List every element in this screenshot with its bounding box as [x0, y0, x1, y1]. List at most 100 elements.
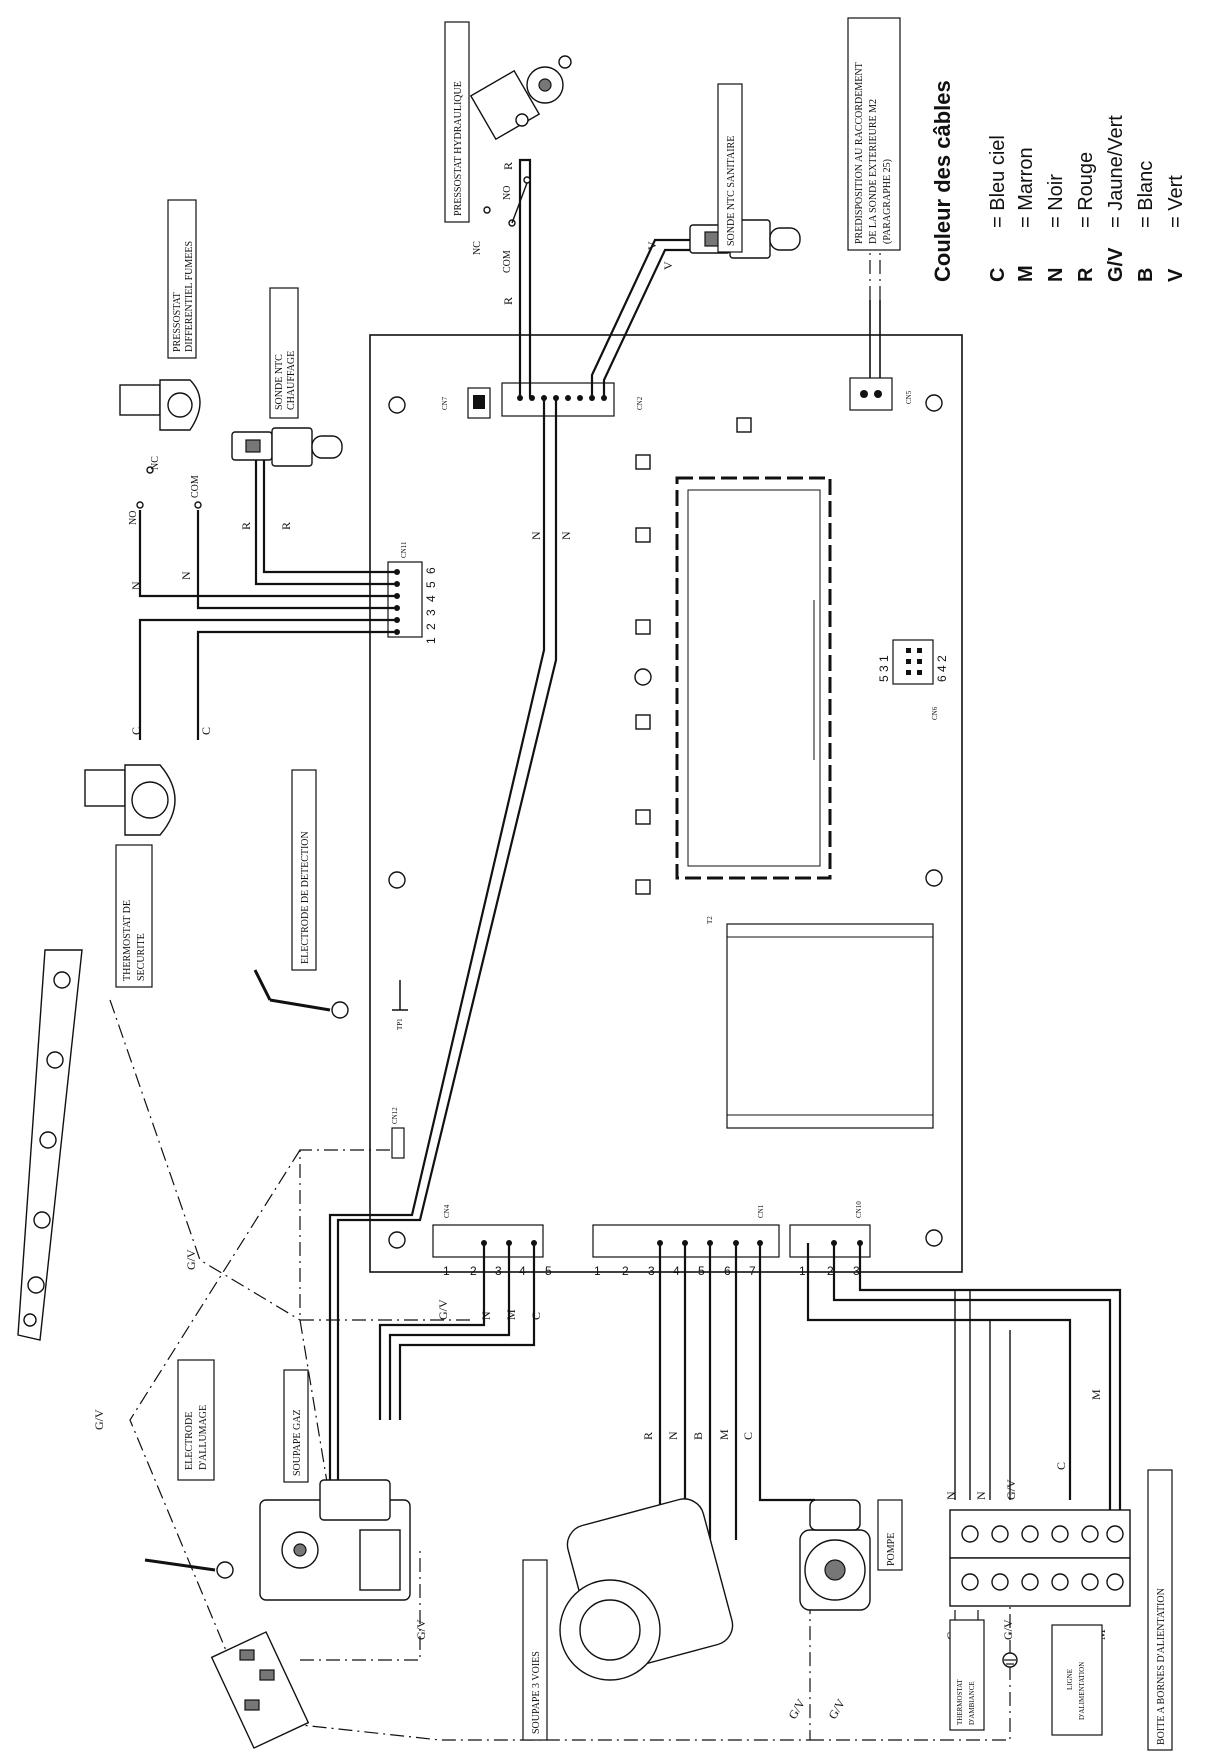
ligne-alimentation-line1: LIGNE	[1066, 1669, 1074, 1690]
svg-text:G/V: G/V	[184, 1249, 198, 1270]
cn6-bottom-pins: 6 4 2	[935, 655, 949, 682]
t2-label: T2	[706, 916, 714, 924]
pressostat-hydraulique-switch: NC COM NO R R	[472, 162, 531, 305]
svg-text:NC: NC	[472, 241, 483, 255]
transformer-t2	[726, 923, 934, 1129]
svg-text:V: V	[645, 241, 659, 250]
svg-text:R: R	[501, 297, 515, 305]
control-board	[369, 334, 963, 1273]
svg-text:7: 7	[749, 1264, 756, 1278]
svg-text:B: B	[691, 1432, 705, 1440]
board-mount-hole	[388, 396, 406, 414]
pompe-label: POMPE	[886, 1533, 897, 1566]
sonde-chauffage-line2: CHAUFFAGE	[286, 351, 297, 410]
svg-text:= Marron: = Marron	[1015, 147, 1037, 228]
svg-text:COM: COM	[190, 475, 201, 498]
svg-text:R: R	[279, 522, 293, 530]
svg-text:C: C	[1054, 1462, 1068, 1470]
fumees-switch-terminals: NO NC COM N N C C	[128, 456, 213, 735]
sonde-ntc-sanitaire-label: SONDE NTC SANITAIRE	[726, 136, 737, 246]
sonde-ntc-chauffage-symbol	[231, 427, 343, 467]
svg-text:3: 3	[648, 1264, 655, 1278]
electrode-detection-symbol	[253, 969, 349, 1019]
cn10-pin-numbers: 1 2 3	[799, 1264, 860, 1278]
terminal-box	[949, 1509, 1131, 1607]
svg-text:G/V: G/V	[1105, 247, 1127, 282]
thermostat-ambiance-line2: D'AMBIANCE	[968, 1681, 976, 1725]
svg-text:M: M	[1015, 265, 1037, 282]
svg-text:3: 3	[495, 1264, 502, 1278]
board-mount-hole	[925, 394, 943, 412]
valve-connector-symbol	[210, 1631, 310, 1749]
svg-text:M: M	[717, 1429, 731, 1440]
pressostat-hydraulique-label: PRESSOSTAT HYDRAULIQUE	[453, 81, 464, 216]
svg-text:1: 1	[799, 1264, 806, 1278]
svg-text:M: M	[1089, 1389, 1103, 1400]
svg-text:NC: NC	[150, 456, 161, 470]
cn1-pin-numbers: 1 2 3 4 5 6 7	[594, 1264, 756, 1278]
svg-text:G/V: G/V	[1001, 1619, 1015, 1640]
svg-text:1: 1	[594, 1264, 601, 1278]
svg-text:= Vert: = Vert	[1165, 175, 1187, 228]
wire-color-legend: Couleur des câbles C = Bleu ciel M = Mar…	[930, 80, 1187, 282]
svg-text:N: N	[479, 1311, 493, 1320]
boite-bornes-label: BOITE A BORNES D'ALIENTATION	[1156, 1588, 1167, 1745]
svg-text:= Rouge: = Rouge	[1075, 152, 1097, 228]
thermostat-ambiance-line1: THERMOSTAT	[956, 1679, 964, 1725]
display-area	[675, 476, 832, 880]
svg-text:R: R	[501, 162, 515, 170]
connector-cn5	[849, 377, 893, 411]
svg-text:NO: NO	[502, 186, 513, 200]
cn10-label: CN10	[855, 1201, 863, 1218]
svg-text:N: N	[974, 1491, 988, 1500]
board-mount-hole	[925, 1229, 943, 1247]
svg-text:= Noir: = Noir	[1045, 174, 1067, 228]
svg-text:C: C	[529, 1312, 543, 1320]
pressostat-hydraulique-symbol	[469, 55, 572, 141]
svg-text:G/V: G/V	[1004, 1479, 1018, 1500]
svg-text:B: B	[1135, 268, 1157, 282]
svg-text:COM: COM	[502, 250, 513, 273]
cn2-label: CN2	[636, 396, 644, 410]
board-mount-hole	[925, 869, 943, 887]
svg-text:2: 2	[622, 1264, 629, 1278]
soupape-gaz-label: SOUPAPE GAZ	[292, 1409, 303, 1476]
svg-text:= Blanc: = Blanc	[1135, 161, 1157, 228]
svg-text:N: N	[1045, 268, 1067, 282]
thermostat-securite-line1: THERMOSTAT DE	[122, 900, 133, 981]
pressostat-fumees-line1: PRESSOSTAT	[172, 292, 183, 352]
svg-text:3: 3	[853, 1264, 860, 1278]
pressostat-fumees-line2: DIFFERENTIEL FUMEES	[184, 241, 195, 352]
cn1-label: CN1	[757, 1204, 765, 1218]
svg-text:N: N	[559, 531, 573, 540]
predisposition-line2: DE LA SONDE EXTERIEURE M2	[868, 99, 879, 244]
cn4-pin-numbers: 1 2 3 4 5	[443, 1264, 552, 1278]
svg-text:G/V: G/V	[825, 1696, 848, 1721]
svg-text:N: N	[129, 581, 143, 590]
cn4-label: CN4	[443, 1204, 451, 1218]
svg-text:2: 2	[827, 1264, 834, 1278]
connector-cn11	[387, 561, 423, 638]
svg-text:= Jaune/Vert: = Jaune/Vert	[1105, 115, 1127, 228]
connector-cn6	[892, 639, 934, 685]
cn5-label: CN5	[905, 390, 913, 404]
legend-title: Couleur des câbles	[930, 80, 955, 282]
svg-text:R: R	[1075, 267, 1097, 282]
svg-text:R: R	[239, 522, 253, 530]
svg-text:C: C	[741, 1432, 755, 1440]
soupape-3-voies-symbol	[559, 1498, 734, 1681]
sonde-ntc-sanitaire-symbol	[689, 219, 801, 259]
svg-text:C: C	[199, 727, 213, 735]
electrode-allumage-line1: ELECTRODE	[184, 1412, 195, 1470]
predisposition-line1: PREDISPOSITION AU RACCORDEMENT	[854, 62, 865, 244]
electrode-detection-label: ELECTRODE DE DETECTION	[300, 831, 311, 964]
svg-text:G/V: G/V	[436, 1299, 450, 1320]
svg-text:C: C	[987, 268, 1009, 282]
svg-text:N: N	[529, 531, 543, 540]
svg-text:5: 5	[698, 1264, 705, 1278]
thermostat-securite-symbol	[84, 764, 176, 836]
electrode-allumage-line2: D'ALLUMAGE	[198, 1405, 209, 1470]
svg-text:6: 6	[724, 1264, 731, 1278]
thermostat-securite-line2: SECURITE	[136, 933, 147, 981]
